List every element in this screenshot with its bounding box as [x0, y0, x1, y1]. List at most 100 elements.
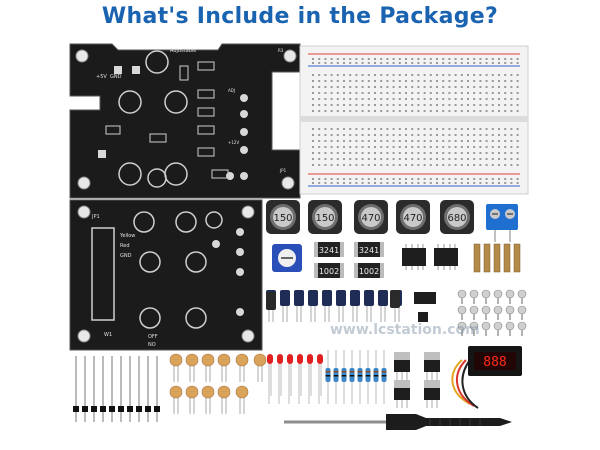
screw	[505, 305, 515, 320]
inductor: 470	[354, 200, 388, 234]
film-capacitor	[364, 290, 374, 322]
bottom-pcb-label: W1	[104, 332, 112, 338]
ceramic-capacitor	[217, 385, 231, 414]
voltage-regulators	[394, 352, 440, 408]
electrolytic-capacitor	[266, 292, 276, 310]
axial-resistor	[373, 350, 379, 404]
top-pcb-label: ADJ	[228, 88, 235, 93]
leds	[267, 354, 323, 404]
inductor: 150	[308, 200, 342, 234]
led	[317, 354, 323, 404]
pin-header	[127, 356, 133, 422]
screwdriver	[284, 414, 512, 430]
film-capacitor-row	[266, 290, 402, 322]
ceramic-capacitor	[201, 353, 215, 382]
smd-resistor-value: 3241	[319, 246, 339, 255]
film-capacitor	[308, 290, 318, 322]
screw	[505, 289, 515, 304]
pin-header	[91, 356, 97, 422]
top-pcb-board: Adjustable +5V GND R3 ADJ +12V JP1	[69, 43, 301, 199]
bottom-pcb-label: Yellow	[119, 233, 135, 239]
film-capacitor	[350, 290, 360, 322]
brass-standoffs	[473, 243, 521, 273]
screw	[457, 321, 467, 336]
pin-header	[82, 356, 88, 422]
ceramic-capacitor	[217, 353, 231, 382]
to220-regulator	[394, 352, 410, 380]
top-pcb-label: GND	[110, 74, 122, 80]
inductor: 680	[440, 200, 474, 234]
inductor: 150	[266, 200, 300, 234]
breadboard	[299, 45, 529, 195]
axial-resistor	[341, 350, 347, 404]
top-pcb-label: JP1	[279, 168, 287, 173]
screw	[493, 321, 503, 336]
pin-header	[100, 356, 106, 422]
svg-text:888: 888	[483, 355, 506, 370]
axial-resistor	[357, 350, 363, 404]
top-pcb-label: Adjustable	[170, 48, 196, 54]
screw	[517, 321, 527, 336]
film-capacitor	[378, 290, 388, 322]
led	[267, 354, 273, 404]
ceramic-capacitor	[235, 385, 249, 414]
voltmeter-display: 888	[451, 346, 522, 409]
top-pcb-label: +5V	[96, 74, 107, 80]
to220-regulator	[424, 352, 440, 380]
to220-regulator	[424, 380, 440, 408]
ceramic-capacitors	[169, 353, 267, 414]
led	[297, 354, 303, 404]
axial-resistor	[365, 350, 371, 404]
bottom-pcb-board: Yellow Red GND W1 OFF NO JP1	[69, 199, 263, 351]
pin-header	[154, 356, 160, 422]
axial-resistor	[381, 350, 387, 404]
pin-header	[145, 356, 151, 422]
top-pcb-label: +12V	[228, 140, 239, 145]
screw	[457, 305, 467, 320]
bottom-pcb-label: JP1	[91, 214, 100, 220]
inductor-row: 150 150 470 470 680	[266, 200, 474, 234]
led	[307, 354, 313, 404]
soic-chip	[402, 244, 426, 270]
bottom-pcb-label: OFF	[148, 334, 158, 340]
film-capacitor	[322, 290, 332, 322]
ceramic-capacitor	[169, 385, 183, 414]
smd-resistor-value: 1002	[359, 267, 379, 276]
screw	[505, 321, 515, 336]
inductor-value: 470	[361, 213, 380, 224]
potentiometer	[272, 244, 302, 272]
axial-resistor	[349, 350, 355, 404]
axial-resistor	[325, 350, 331, 404]
ceramic-capacitor	[235, 353, 249, 382]
smd-resistor-value: 1002	[319, 267, 339, 276]
site-watermark: www.lcstation.com	[330, 322, 480, 338]
ceramic-capacitor	[201, 385, 215, 414]
ceramic-capacitor	[253, 353, 267, 382]
screw	[517, 305, 527, 320]
led	[287, 354, 293, 404]
inductor-value: 150	[315, 213, 334, 224]
screw-terminal-block	[486, 204, 518, 242]
screw	[481, 289, 491, 304]
screws	[457, 289, 527, 336]
pin-header	[136, 356, 142, 422]
soic-chip	[434, 244, 458, 270]
bottom-pcb-label: NO	[148, 342, 156, 348]
screw	[493, 305, 503, 320]
top-pcb-label: R3	[278, 48, 284, 53]
to220-regulator	[394, 380, 410, 408]
axial-resistors	[325, 350, 387, 404]
bottom-pcb-label: Red	[120, 243, 130, 249]
pin-header	[118, 356, 124, 422]
screw	[469, 289, 479, 304]
smd-resistor-value: 3241	[359, 246, 379, 255]
film-capacitor	[294, 290, 304, 322]
led	[277, 354, 283, 404]
film-capacitor	[336, 290, 346, 322]
ceramic-capacitor	[185, 353, 199, 382]
smd-resistor: 1002	[354, 263, 384, 278]
screw	[469, 305, 479, 320]
page-title: What's Include in the Package?	[101, 4, 499, 29]
pin-headers	[73, 356, 160, 422]
